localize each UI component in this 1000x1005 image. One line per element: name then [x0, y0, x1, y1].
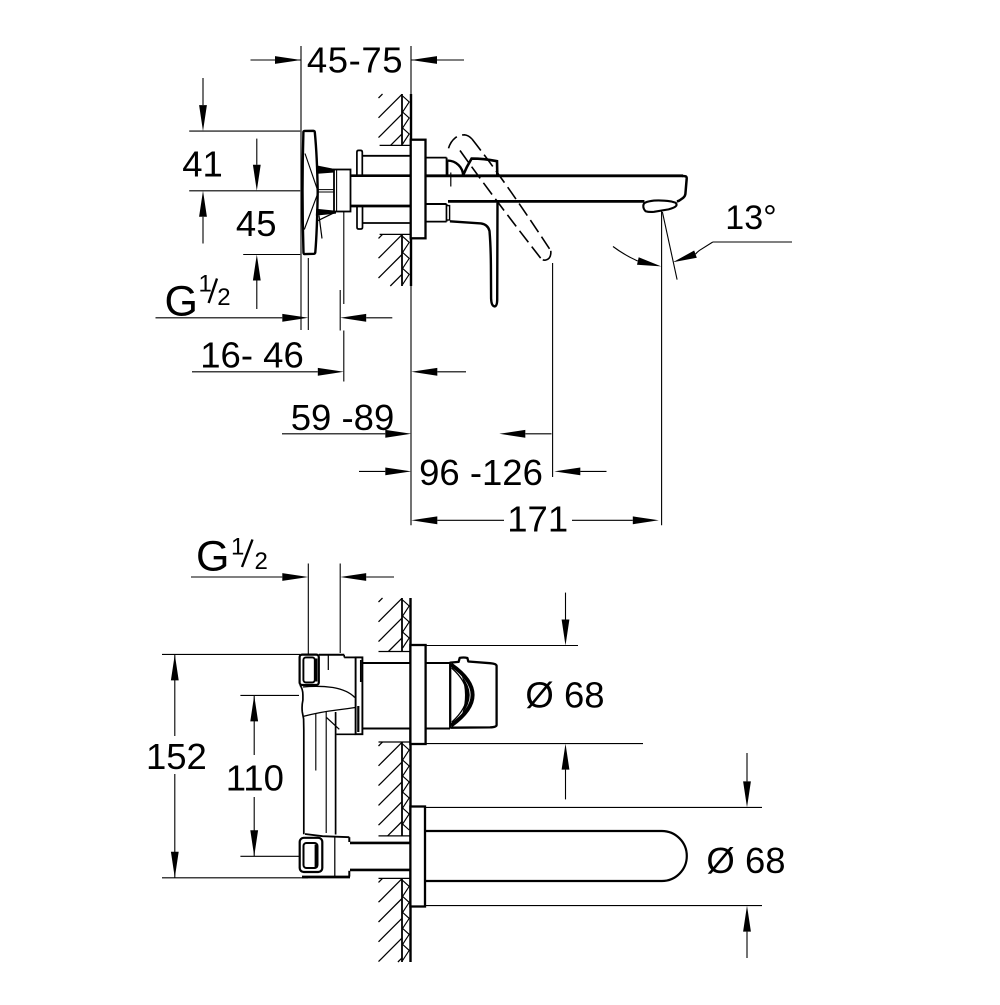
svg-text:41: 41: [182, 143, 223, 184]
svg-text:2: 2: [255, 548, 268, 575]
svg-text:Ø 68: Ø 68: [525, 675, 604, 716]
svg-text:1: 1: [231, 534, 244, 561]
svg-text:1: 1: [199, 271, 212, 298]
svg-text:96 -126: 96 -126: [419, 452, 543, 493]
svg-text:152: 152: [146, 736, 207, 777]
svg-text:110: 110: [226, 757, 284, 798]
svg-text:G: G: [196, 533, 229, 581]
svg-text:2: 2: [217, 284, 230, 311]
svg-text:16- 46: 16- 46: [200, 334, 304, 375]
svg-text:13°: 13°: [725, 199, 776, 237]
svg-text:59 -89: 59 -89: [291, 397, 395, 438]
svg-text:G: G: [165, 278, 198, 326]
svg-text:Ø 68: Ø 68: [706, 840, 785, 881]
svg-text:45: 45: [236, 203, 277, 244]
svg-text:171: 171: [507, 499, 568, 540]
svg-text:45-75: 45-75: [307, 40, 403, 81]
